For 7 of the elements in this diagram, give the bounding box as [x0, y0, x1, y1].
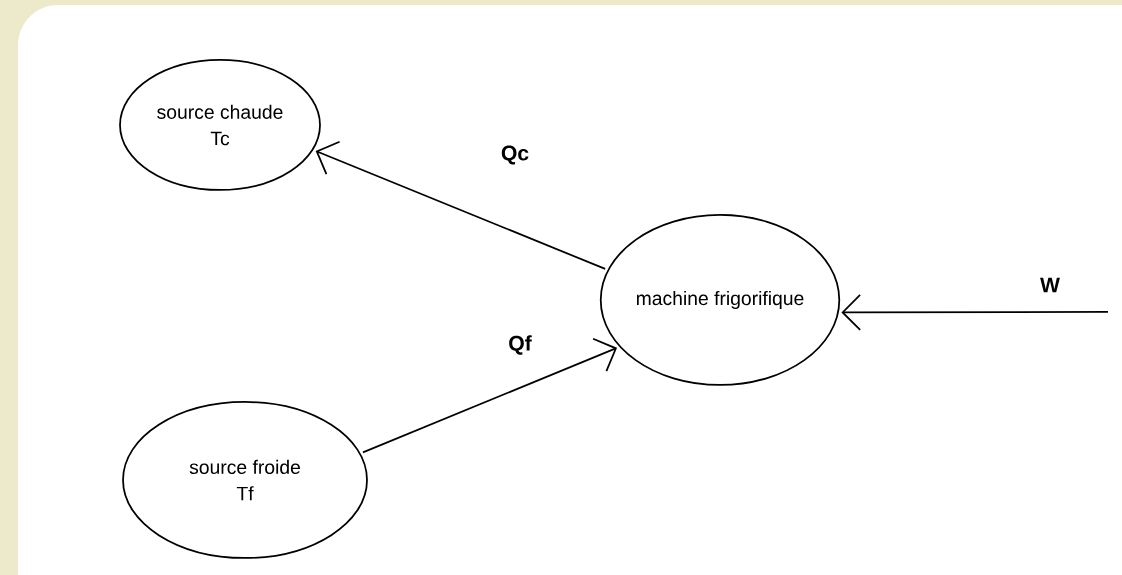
ellipse-node: machine frigorifique [599, 214, 841, 386]
edge-label: Qc [499, 143, 531, 167]
arrow [362, 337, 618, 454]
arrow [315, 140, 607, 270]
arrow [841, 294, 1109, 331]
ellipse-node: source froide Tf [122, 401, 368, 559]
ellipse-node: source chaude Tc [119, 59, 321, 191]
